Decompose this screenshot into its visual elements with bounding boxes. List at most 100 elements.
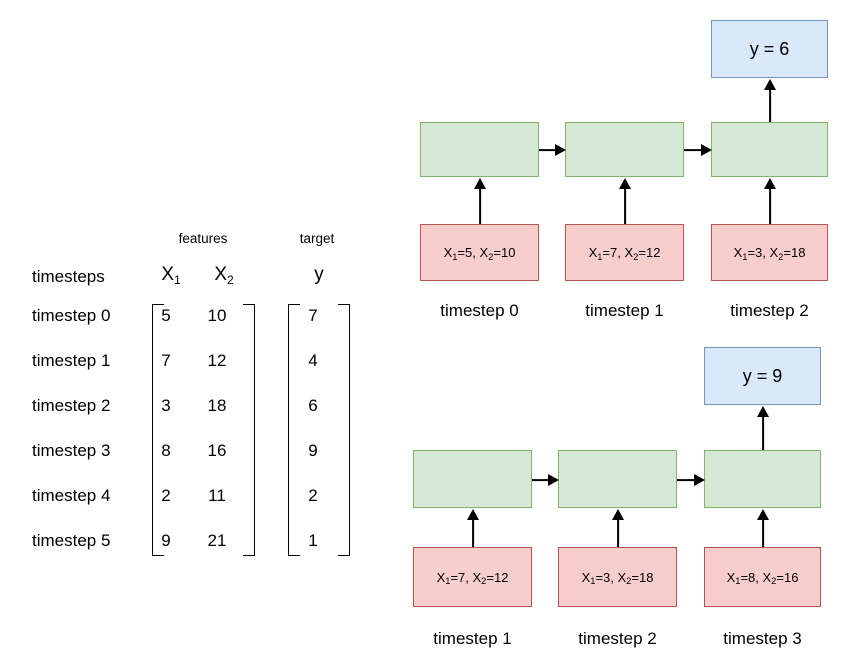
matrix-cell-x1: 2 bbox=[161, 486, 171, 505]
input-x1-label: X1= bbox=[733, 245, 756, 262]
matrix-cell-x2: 18 bbox=[207, 396, 227, 415]
input-x2-subscript: 2 bbox=[633, 251, 639, 262]
arrow-hidden-to-output-sample-2 bbox=[756, 406, 770, 451]
matrix-cell-x2: 16 bbox=[207, 441, 227, 460]
input-separator: , bbox=[472, 245, 480, 260]
input-separator: , bbox=[610, 569, 618, 585]
target-header: target bbox=[299, 231, 335, 246]
input-x1-subscript: 1 bbox=[590, 576, 596, 587]
input-x2-value: 18 bbox=[638, 569, 654, 585]
input-x2-subscript: 2 bbox=[488, 251, 494, 262]
input-x1-label: X1= bbox=[581, 569, 604, 587]
step-label-sample-2-step-1: timestep 2 bbox=[578, 629, 657, 648]
hidden-node-sample-1-step-0 bbox=[420, 122, 539, 177]
matrix-cell-y: 6 bbox=[308, 396, 318, 415]
input-x2-value: 12 bbox=[493, 569, 509, 585]
hidden-node-sample-1-step-2 bbox=[711, 122, 828, 177]
input-separator: , bbox=[465, 569, 473, 585]
input-x1-value: 7 bbox=[610, 245, 618, 260]
hidden-node-sample-1-step-1 bbox=[565, 122, 684, 177]
input-arrow-sample-2-step-1 bbox=[611, 509, 625, 548]
recurrent-arrow-sample-1-1to2 bbox=[684, 142, 712, 158]
column-header-x2-base: X bbox=[214, 264, 228, 285]
features-header: features bbox=[178, 231, 228, 246]
matrix-row-label: timestep 3 bbox=[32, 441, 111, 460]
matrix-cell-x2: 21 bbox=[207, 531, 227, 550]
output-node-sample-2: y = 9 bbox=[704, 347, 821, 405]
step-label-sample-1-step-1: timestep 1 bbox=[585, 301, 664, 320]
matrix-cell-x2: 10 bbox=[207, 306, 227, 325]
input-x1-value: 7 bbox=[458, 569, 466, 585]
output-node-sample-1: y = 6 bbox=[711, 20, 828, 78]
matrix-cell-y: 1 bbox=[308, 531, 318, 550]
target-bracket-right bbox=[338, 304, 350, 556]
matrix-row-label: timestep 5 bbox=[32, 531, 111, 550]
input-x2-label: X2= bbox=[769, 245, 791, 262]
recurrent-arrow-sample-2-1to2 bbox=[677, 472, 705, 488]
input-x1-subscript: 1 bbox=[452, 251, 458, 262]
matrix-row-label: timestep 1 bbox=[32, 351, 111, 370]
input-x1-subscript: 1 bbox=[742, 251, 748, 262]
input-x2-label: X2= bbox=[617, 569, 639, 587]
input-arrow-sample-1-step-2 bbox=[763, 178, 777, 225]
timesteps-header: timesteps bbox=[32, 267, 105, 286]
features-bracket-left bbox=[152, 304, 164, 556]
column-header-x1-base: X bbox=[161, 264, 175, 285]
input-x2-subscript: 2 bbox=[771, 576, 777, 587]
hidden-node-sample-2-step-2 bbox=[704, 450, 821, 508]
input-x1-label: X1= bbox=[726, 569, 749, 587]
column-header-x1-sub: 1 bbox=[174, 273, 181, 287]
input-x2-label: X2= bbox=[624, 245, 646, 262]
column-header-x1: X1 bbox=[150, 264, 192, 287]
recurrent-arrow-sample-2-0to1 bbox=[532, 472, 559, 488]
input-x1-value: 5 bbox=[465, 245, 473, 260]
input-x2-subscript: 2 bbox=[626, 576, 632, 587]
input-node-sample-1-step-2: X1=3, X2=18 bbox=[711, 224, 828, 281]
hidden-node-sample-2-step-0 bbox=[413, 450, 532, 508]
input-node-sample-1-step-0: X1=5, X2=10 bbox=[420, 224, 539, 281]
input-separator: , bbox=[617, 245, 625, 260]
matrix-cell-y: 2 bbox=[308, 486, 318, 505]
input-node-sample-2-step-2: X1=8, X2=16 bbox=[704, 547, 821, 607]
input-x2-value: 18 bbox=[790, 245, 806, 260]
matrix-cell-x1: 8 bbox=[161, 441, 171, 460]
data-matrix-panel: features target timesteps X1 X2 y timest… bbox=[0, 0, 400, 670]
input-x1-label: X1= bbox=[443, 245, 466, 262]
input-arrow-sample-1-step-0 bbox=[473, 178, 487, 225]
matrix-row-label: timestep 0 bbox=[32, 306, 111, 325]
matrix-cell-x1: 9 bbox=[161, 531, 171, 550]
input-x1-subscript: 1 bbox=[445, 576, 451, 587]
target-bracket-left bbox=[288, 304, 300, 556]
step-label-sample-2-step-2: timestep 3 bbox=[723, 629, 802, 648]
matrix-cell-x1: 5 bbox=[161, 306, 171, 325]
features-bracket-right bbox=[243, 304, 255, 556]
input-separator: , bbox=[762, 245, 770, 260]
matrix-cell-x1: 7 bbox=[161, 351, 171, 370]
recurrent-arrow-sample-1-0to1 bbox=[539, 142, 566, 158]
column-header-y: y bbox=[298, 265, 340, 284]
input-x2-label: X2= bbox=[762, 569, 784, 587]
arrow-hidden-to-output-sample-1 bbox=[763, 79, 777, 123]
input-x1-value: 8 bbox=[748, 569, 756, 585]
input-x1-value: 3 bbox=[603, 569, 611, 585]
input-separator: , bbox=[755, 569, 763, 585]
rnn-diagram-sample-1: y = 6 X1=5, X2=10 X1=7, X2=12 X1=3, X2=1… bbox=[0, 0, 864, 330]
matrix-row-label: timestep 4 bbox=[32, 486, 111, 505]
input-x2-subscript: 2 bbox=[778, 251, 784, 262]
hidden-node-sample-2-step-1 bbox=[558, 450, 677, 508]
input-x1-label: X1= bbox=[588, 245, 611, 262]
input-x1-subscript: 1 bbox=[735, 576, 741, 587]
input-node-sample-2-step-0: X1=7, X2=12 bbox=[413, 547, 532, 607]
input-x1-label: X1= bbox=[436, 569, 459, 587]
step-label-sample-1-step-0: timestep 0 bbox=[440, 301, 519, 320]
input-node-sample-2-step-1: X1=3, X2=18 bbox=[558, 547, 677, 607]
matrix-cell-y: 7 bbox=[308, 306, 318, 325]
input-arrow-sample-2-step-0 bbox=[466, 509, 480, 548]
matrix-cell-x2: 11 bbox=[208, 486, 226, 505]
input-x2-value: 16 bbox=[783, 569, 799, 585]
matrix-cell-y: 9 bbox=[308, 441, 318, 460]
column-header-x2: X2 bbox=[203, 264, 245, 286]
step-label-sample-2-step-0: timestep 1 bbox=[433, 629, 512, 648]
input-x1-value: 3 bbox=[755, 245, 763, 260]
